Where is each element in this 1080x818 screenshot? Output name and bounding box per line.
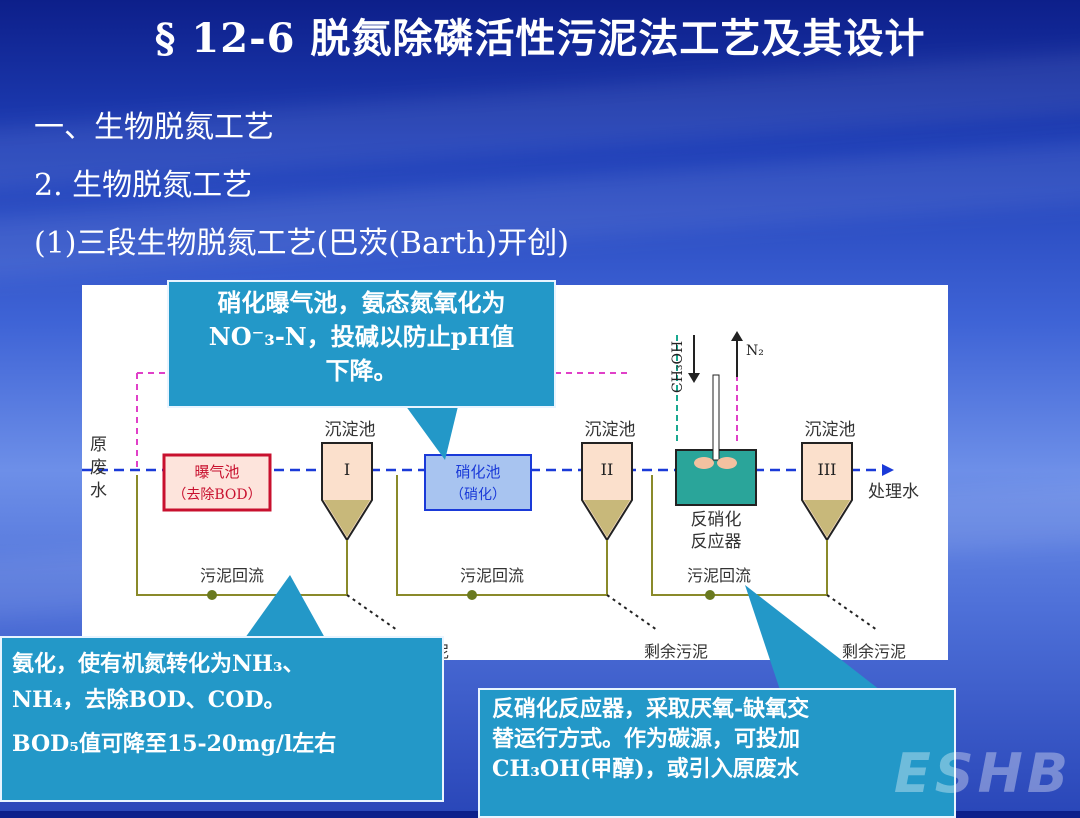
svg-text:硝化池: 硝化池: [455, 463, 500, 481]
influent-label-2: 废: [90, 458, 107, 478]
svg-text:污泥回流: 污泥回流: [460, 566, 524, 585]
n2-label: N₂: [746, 343, 764, 359]
influent-label-3: 水: [90, 481, 107, 501]
settler-3-label: 沉淀池: [805, 420, 856, 440]
nitrification-callout: 硝化曝气池，氨态氮氧化为 NO⁻₃-N，投碱以防止pH值 下降。: [167, 280, 556, 408]
watermark-logo: ESHB: [893, 742, 1072, 805]
outline-heading-1: 一、生物脱氮工艺: [34, 110, 274, 145]
svg-text:III: III: [818, 460, 837, 479]
ch3oh-label: CH₃OH: [670, 341, 686, 393]
effluent-label: 处理水: [868, 482, 919, 502]
svg-text:污泥回流: 污泥回流: [687, 566, 751, 585]
svg-text:II: II: [601, 460, 614, 479]
settler-1-label: 沉淀池: [325, 420, 376, 440]
svg-text:剩余污泥: 剩余污泥: [842, 642, 906, 660]
svg-text:反硝化: 反硝化: [691, 510, 742, 530]
influent-label-1: 原: [90, 435, 107, 455]
svg-text:（去除BOD）: （去除BOD）: [172, 487, 261, 503]
svg-text:反应器: 反应器: [691, 532, 742, 552]
nitrification-tank: [424, 454, 532, 511]
svg-text:污泥回流: 污泥回流: [200, 566, 264, 585]
ammonification-callout: 氨化，使有机氮转化为NH₃、 NH₄，去除BOD、COD。 BOD₅值可降至15…: [0, 636, 444, 802]
slide-title: § 12-6 脱氮除磷活性污泥法工艺及其设计: [154, 15, 926, 62]
outline-heading-3: (1)三段生物脱氮工艺(巴茨(Barth)开创): [34, 226, 569, 261]
denitrification-callout: 反硝化反应器，采取厌氧-缺氧交 替运行方式。作为碳源，可投加 CH₃OH(甲醇)…: [478, 688, 956, 818]
svg-text:I: I: [344, 460, 350, 479]
svg-text:剩余污泥: 剩余污泥: [644, 642, 708, 660]
aeration-tank: [162, 453, 272, 512]
svg-text:（硝化）: （硝化）: [450, 487, 506, 503]
process-flow-svg: 原 废 水 曝气池 （去除BOD） 沉淀池 I 硝化池 （硝化） 沉淀池 II …: [82, 331, 919, 660]
svg-text:曝气池: 曝气池: [194, 463, 239, 481]
outline-heading-2: 2. 生物脱氮工艺: [34, 168, 253, 203]
settler-2-label: 沉淀池: [585, 420, 636, 440]
